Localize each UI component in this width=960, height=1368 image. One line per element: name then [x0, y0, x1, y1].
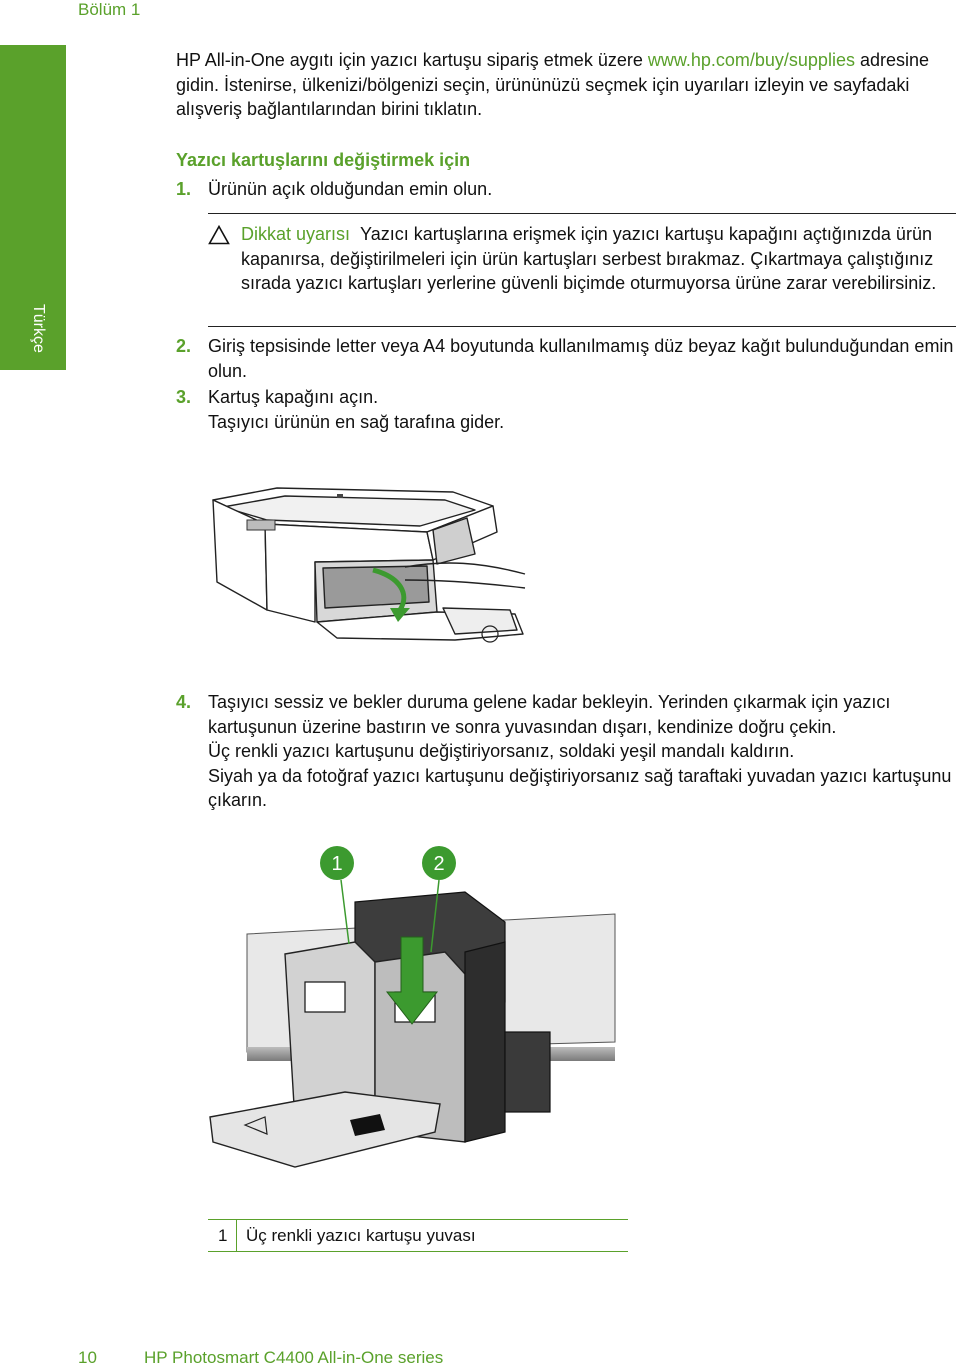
caution-title: Dikkat uyarısı [241, 224, 351, 244]
supplies-link[interactable]: www.hp.com/buy/supplies [647, 50, 855, 70]
callout-2: 2 [422, 846, 456, 880]
step-text: Kartuş kapağını açın. [208, 387, 379, 407]
intro-text-before: HP All-in-One aygıtı için yazıcı kartuşu… [176, 50, 648, 70]
figure-legend: 1 Üç renkli yazıcı kartuşu yuvası [208, 1219, 628, 1252]
intro-text-after: adresine gidin. İstenirse, ülkenizi/bölg… [176, 50, 930, 119]
step-2: 2. Giriş tepsisinde letter veya A4 boyut… [176, 334, 956, 383]
step-4: 4. Taşıyıcı sessiz ve bekler duruma gele… [176, 690, 956, 813]
legend-text: Üç renkli yazıcı kartuşu yuvası [246, 1226, 476, 1245]
step-number: 2. [176, 336, 192, 356]
page-number: 10 [78, 1348, 97, 1367]
language-side-tab-label: Türkçe [30, 304, 47, 353]
step-text-black-photo: Siyah ya da fotoğraf yazıcı kartuşunu de… [208, 765, 952, 811]
chapter-header: Bölüm 1 [78, 0, 141, 19]
product-name: HP Photosmart C4400 All-in-One series [144, 1348, 444, 1367]
step-number: 4. [176, 692, 192, 712]
callout-1-label: 1 [331, 853, 342, 875]
legend-number: 1 [218, 1226, 228, 1245]
callout-1: 1 [320, 846, 354, 880]
caution-text: Yazıcı kartuşlarına erişmek için yazıcı … [241, 224, 937, 293]
step-1: 1. Ürünün açık olduğundan emin olun. [176, 177, 956, 202]
printer-open-door-illustration [212, 487, 526, 643]
section-heading: Yazıcı kartuşlarını değiştirmek için [176, 150, 471, 170]
legend-divider [236, 1220, 237, 1251]
step-text: Giriş tepsisinde letter veya A4 boyutund… [208, 336, 954, 381]
page-footer: 10 HP Photosmart C4400 All-in-One series [78, 1348, 443, 1368]
step-text-tricolor: Üç renkli yazıcı kartuşunu değiştiriyors… [208, 741, 795, 761]
step-3: 3. Kartuş kapağını açın. Taşıyıcı ürünün… [176, 385, 956, 434]
step-number: 3. [176, 387, 192, 407]
step-text: Taşıyıcı sessiz ve bekler duruma gelene … [208, 692, 891, 737]
intro-paragraph: HP All-in-One aygıtı için yazıcı kartuşu… [176, 48, 956, 122]
cartridge-carriage-illustration: 1 2 [209, 846, 616, 1168]
step-text-result: Taşıyıcı ürünün en sağ tarafına gider. [208, 411, 505, 432]
caution-triangle-icon [208, 225, 230, 245]
step-text: Ürünün açık olduğundan emin olun. [208, 179, 493, 199]
step-number: 1. [176, 179, 192, 199]
callout-2-label: 2 [433, 853, 444, 875]
language-side-tab [0, 45, 66, 370]
